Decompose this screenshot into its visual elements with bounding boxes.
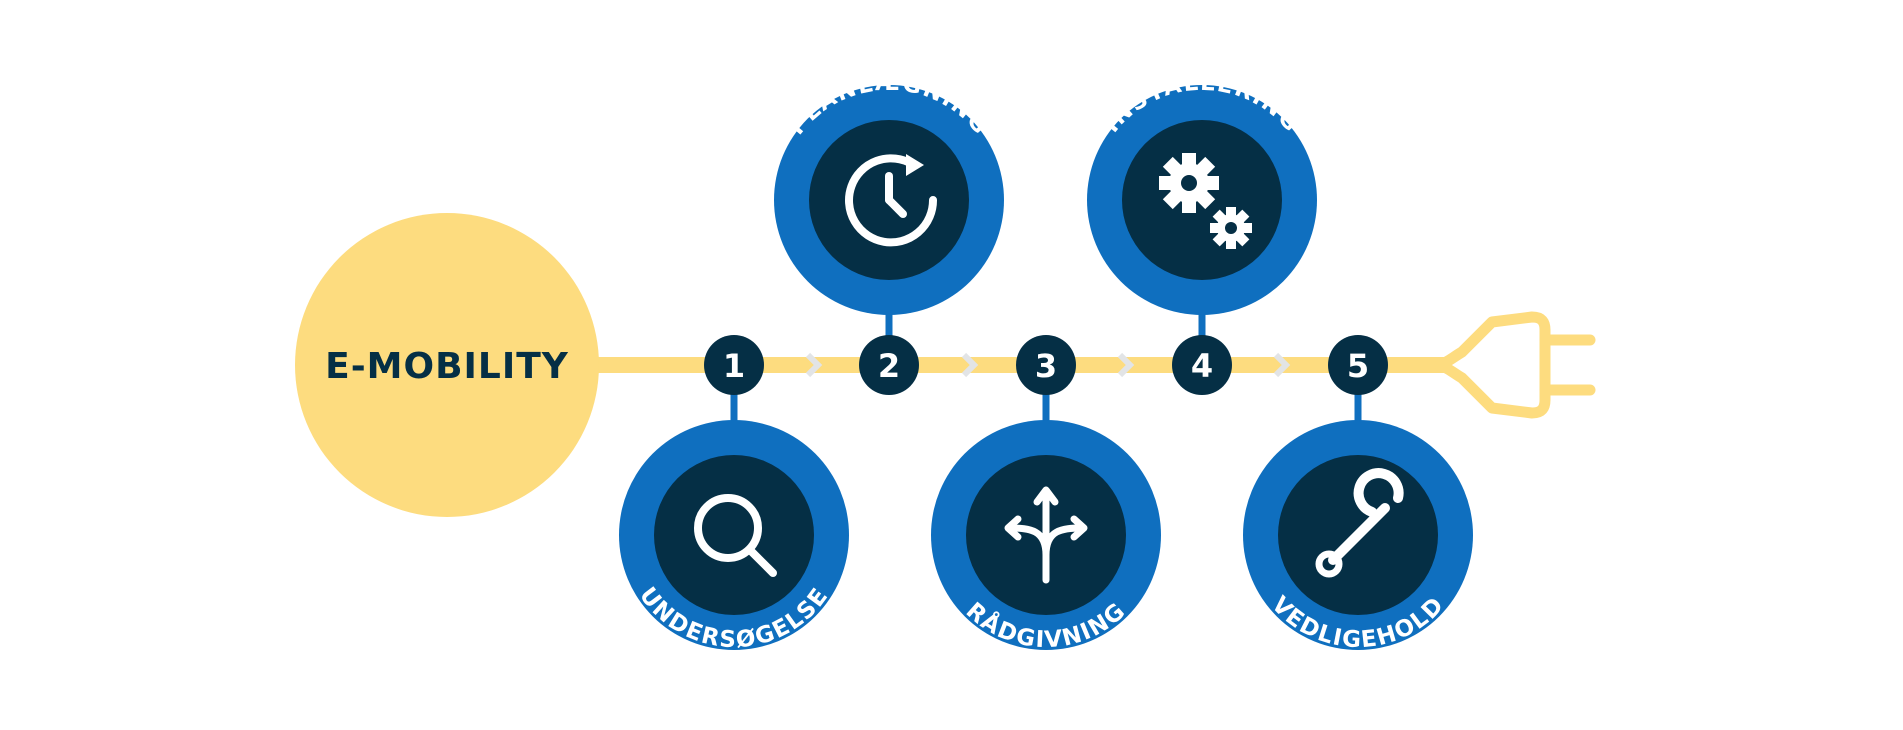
step-1: UNDERSØGELSE 1 xyxy=(619,335,849,653)
step-number-badge xyxy=(1172,335,1232,395)
step-2: PLANLÆGNING 2 xyxy=(774,70,1004,395)
step-number-badge xyxy=(1328,335,1388,395)
step-number: 5 xyxy=(1347,347,1369,385)
chevron-arrow xyxy=(1273,352,1291,378)
branching-arrows-icon xyxy=(1004,486,1088,584)
step-inner-circle xyxy=(654,455,814,615)
chevron-arrow xyxy=(961,352,979,378)
step-3: RÅDGIVNING 3 xyxy=(931,335,1161,653)
hub-label: E-MOBILITY xyxy=(325,346,569,387)
chevron-arrow xyxy=(805,352,823,378)
hub: E-MOBILITY xyxy=(295,213,599,517)
step-number: 2 xyxy=(878,347,900,385)
hub-circle xyxy=(295,213,599,517)
wrench-icon xyxy=(1315,468,1404,578)
power-plug-icon xyxy=(1434,311,1596,419)
clock-refresh-icon xyxy=(845,154,938,247)
step-5: VEDLIGEHOLD 5 xyxy=(1243,335,1473,653)
step-number: 1 xyxy=(723,347,745,385)
step-4: INSTALLERING xyxy=(1087,70,1317,395)
step-number: 3 xyxy=(1035,347,1057,385)
magnifier-icon xyxy=(694,494,777,577)
gears-icon xyxy=(1159,153,1252,249)
step-number-badge xyxy=(1016,335,1076,395)
step-number-badge xyxy=(704,335,764,395)
step-number-badge xyxy=(859,335,919,395)
step-number: 4 xyxy=(1191,347,1213,385)
chevron-arrow xyxy=(1117,352,1135,378)
